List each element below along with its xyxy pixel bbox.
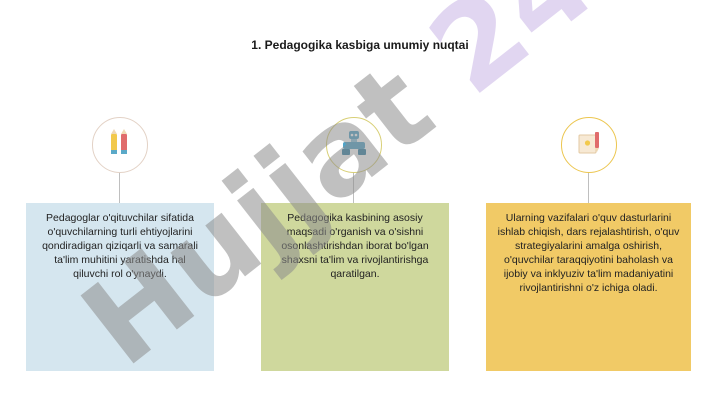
card-text: Pedagoglar o'qituvchilar sifatida o'quvc… — [42, 212, 198, 280]
info-card-2: Pedagogika kasbining asosiy maqsadi o'rg… — [261, 203, 449, 371]
card-text: Pedagogika kasbining asosiy maqsadi o'rg… — [281, 212, 429, 280]
connector-line-2 — [353, 145, 354, 203]
pencils-icon — [107, 128, 133, 163]
icon-circle-2 — [326, 117, 382, 173]
connector-line-1 — [119, 145, 120, 203]
connector-line-3 — [588, 145, 589, 203]
paper-pencil-icon — [575, 128, 603, 163]
info-card-3: Ularning vazifalari o'quv dasturlarini i… — [486, 203, 691, 371]
watermark-number: 24 — [405, 0, 619, 121]
info-card-1: Pedagoglar o'qituvchilar sifatida o'quvc… — [26, 203, 214, 371]
robot-icon — [340, 128, 368, 163]
card-text: Ularning vazifalari o'quv dasturlarini i… — [497, 212, 680, 294]
icon-circle-3 — [561, 117, 617, 173]
icon-circle-1 — [92, 117, 148, 173]
slide-title: 1. Pedagogika kasbiga umumiy nuqtai — [251, 38, 469, 52]
